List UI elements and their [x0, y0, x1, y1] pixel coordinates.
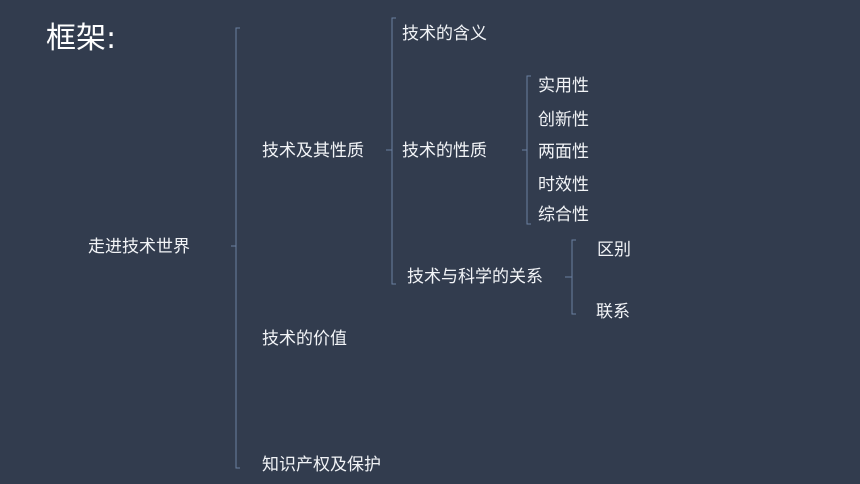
properties-bracket: [522, 75, 531, 225]
node-tech-meaning: 技术的含义: [402, 24, 487, 44]
property-comprehensive: 综合性: [538, 205, 589, 225]
property-dual: 两面性: [538, 142, 589, 162]
root-node: 走进技术世界: [88, 237, 190, 257]
root-bracket: [231, 27, 240, 469]
property-innovative: 创新性: [538, 110, 589, 130]
node-tech-value: 技术的价值: [262, 329, 347, 349]
node-ip-protection: 知识产权及保护: [262, 455, 381, 475]
relation-difference: 区别: [597, 240, 631, 260]
node-tech-science-relation: 技术与科学的关系: [407, 267, 543, 287]
relation-bracket: [565, 239, 576, 315]
property-timeliness: 时效性: [538, 175, 589, 195]
node-tech-properties: 技术的性质: [402, 141, 487, 161]
node-tech-nature: 技术及其性质: [262, 141, 364, 161]
page-title: 框架:: [46, 21, 117, 56]
relation-connection: 联系: [596, 302, 630, 322]
property-practical: 实用性: [538, 76, 589, 96]
nature-bracket: [386, 17, 396, 285]
